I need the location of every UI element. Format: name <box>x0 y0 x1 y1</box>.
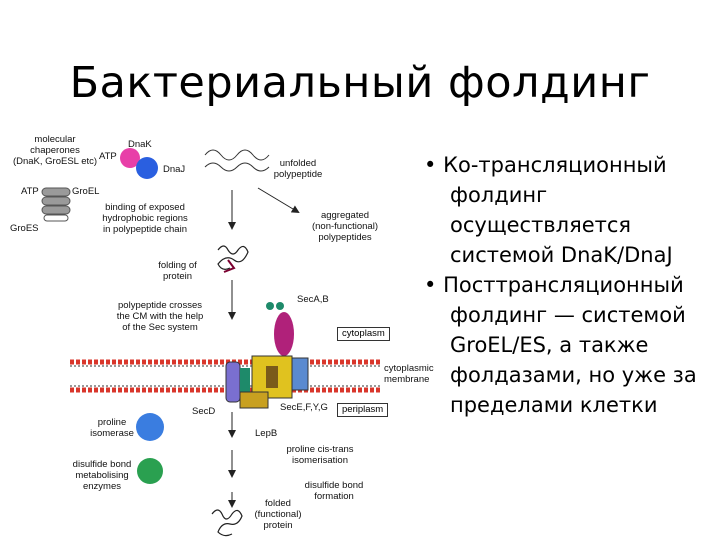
label-atp-top: ATP <box>99 151 117 162</box>
label-dnaj: DnaJ <box>163 164 186 175</box>
seca-protein <box>274 312 294 356</box>
secd <box>239 391 269 409</box>
label-disulfide-formation: disulfide bond formation <box>304 480 364 502</box>
bullet-list: • Ко-трансляционный фолдинг осуществляет… <box>424 150 720 420</box>
label-periplasm: periplasm <box>337 403 389 417</box>
label-folded: folded (functional) protein <box>254 498 302 531</box>
bullet-text-2: Посттрансляционный фолдинг — системой Gr… <box>443 273 697 417</box>
secy-core <box>266 366 278 388</box>
seca-knob-2 <box>276 302 284 310</box>
label-cytoplasm: cytoplasm <box>337 327 390 341</box>
label-groel: GroEL <box>72 186 100 197</box>
label-disulfide-enzymes: disulfide bond metabolising enzymes <box>72 459 132 492</box>
cytoplasmic-membrane-band <box>70 359 380 393</box>
label-secd: SecD <box>192 406 216 417</box>
arrow-aggregate <box>257 187 300 214</box>
diagram-graphics <box>41 148 380 537</box>
disulfide-enzyme-circle <box>137 458 163 484</box>
unfolded-polypeptide-squiggle <box>204 149 270 172</box>
bullet-marker: • <box>424 273 437 297</box>
secy-green <box>240 368 250 398</box>
label-lepb: LepB <box>255 428 278 439</box>
label-proline-isom: proline cis-trans isomerisation <box>286 444 354 466</box>
label-proline-isomerase: proline isomerase <box>90 417 134 439</box>
bullet-item-1: • Ко-трансляционный фолдинг осуществляет… <box>424 150 720 270</box>
bullet-marker: • <box>424 153 437 177</box>
label-secf: SecE,F,Y,G <box>280 402 328 413</box>
groel-barrel <box>41 187 71 222</box>
label-aggregated: aggregated (non-functional) polypeptides <box>311 210 378 243</box>
label-cytoplasmic-membrane: cytoplasmic membrane <box>384 363 434 385</box>
folding-protein-core <box>223 259 236 273</box>
folding-diagram: molecular chaperones (DnaK, GroESL etc) … <box>0 130 440 540</box>
bullet-item-2: • Посттрансляционный фолдинг — системой … <box>424 270 720 420</box>
secy-blue <box>291 357 309 391</box>
label-dnak: DnaK <box>128 139 152 150</box>
label-unfolded: unfolded polypeptide <box>273 158 323 180</box>
label-folding: folding of protein <box>158 260 197 282</box>
seca-knob-1 <box>266 302 274 310</box>
folded-protein-squiggle <box>211 509 243 537</box>
bullet-text-1: Ко-трансляционный фолдинг осуществляется… <box>443 153 673 267</box>
dnak-circle <box>120 148 140 168</box>
label-molecular-chaperones: molecular chaperones (DnaK, GroESL etc) <box>12 134 98 167</box>
proline-isomerase-circle <box>136 413 164 441</box>
secy-purple <box>225 361 241 403</box>
label-binding: binding of exposed hydrophobic regions i… <box>102 202 188 235</box>
dnaj-circle <box>136 157 158 179</box>
label-crosses: polypeptide crosses the CM with the help… <box>116 300 204 333</box>
folding-protein-squiggle <box>217 245 249 270</box>
label-atp-groel: ATP <box>21 186 39 197</box>
label-seca: SecA,B <box>297 294 329 305</box>
label-groes: GroES <box>10 223 39 234</box>
slide-title: Бактериальный фолдинг <box>69 58 651 108</box>
